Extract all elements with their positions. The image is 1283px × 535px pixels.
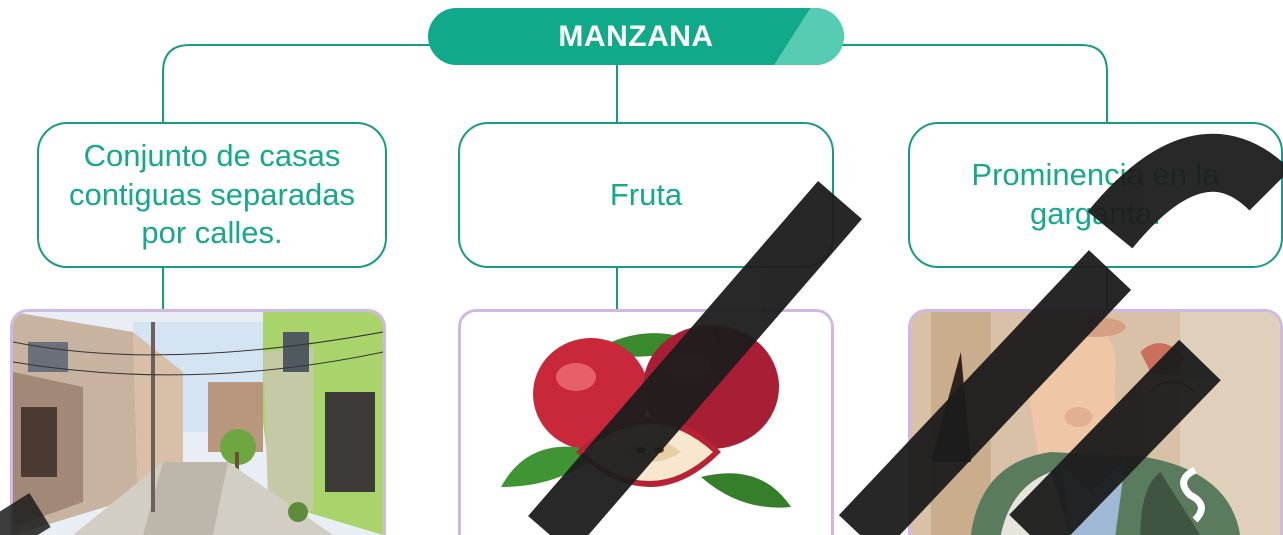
meaning-box-throat: Prominencia en la garganta. xyxy=(908,122,1283,268)
meaning-text-block: Conjunto de casas contiguas separadas po… xyxy=(68,137,356,251)
title-banner: MANZANA xyxy=(428,8,844,65)
red-apples-photo xyxy=(458,309,834,535)
meaning-box-block: Conjunto de casas contiguas separadas po… xyxy=(37,122,387,268)
street-houses-photo xyxy=(10,309,386,535)
throat-adams-apple-photo xyxy=(908,309,1283,535)
meaning-text-fruit: Fruta xyxy=(609,176,683,212)
diagram-title: MANZANA xyxy=(558,19,714,53)
meaning-box-fruit: Fruta xyxy=(458,122,834,268)
meaning-text-throat: Prominencia en la garganta. xyxy=(971,157,1220,231)
